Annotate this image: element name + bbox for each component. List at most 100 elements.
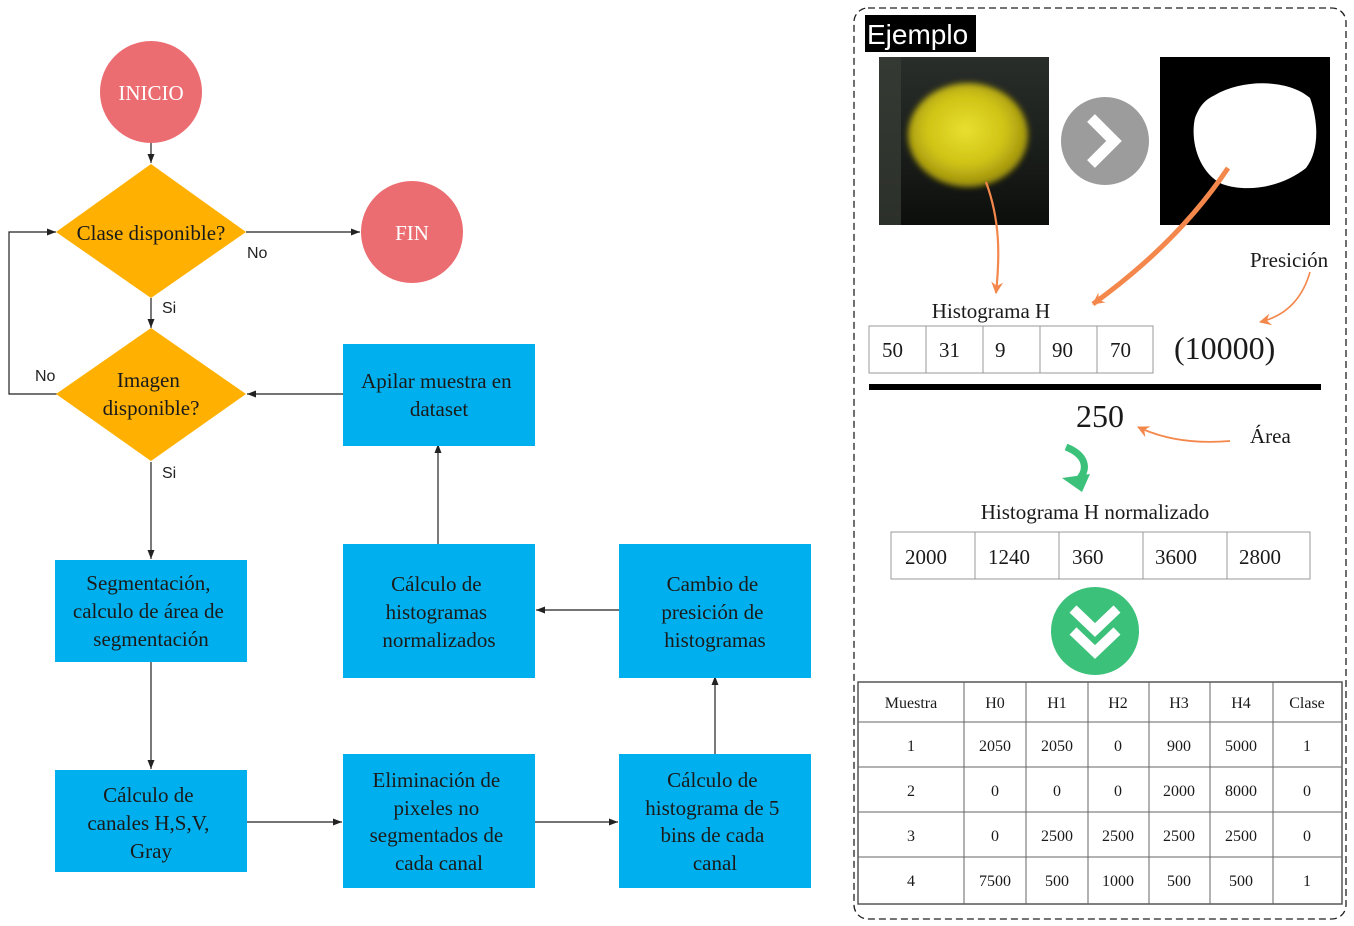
- step-stack-line: Apilar muestra en: [361, 369, 512, 393]
- green-arrowhead: [1062, 474, 1090, 492]
- step-remove-line: pixeles no: [394, 796, 480, 820]
- table-cell: 2500: [1163, 828, 1195, 845]
- step-norm-line: histogramas: [386, 600, 487, 624]
- table-cell: 2500: [1225, 828, 1257, 845]
- table-cell: 1: [1303, 873, 1311, 890]
- chevron-double-down-icon: [1069, 605, 1121, 637]
- table-cell: 2500: [1041, 828, 1073, 845]
- table-cell: 0: [991, 783, 999, 800]
- table-cell: 3: [907, 828, 915, 845]
- step-norm-box: [343, 544, 535, 678]
- table-cell: 1: [907, 738, 915, 755]
- decision-image-label: Imagen disponible?: [103, 368, 200, 420]
- end-terminal: [361, 181, 463, 283]
- step-segment-label: Segmentación, calculo de área de segment…: [73, 571, 229, 651]
- label-si-class: Si: [162, 300, 176, 317]
- input-photo: [879, 57, 1049, 225]
- next-arrow-button: [1061, 97, 1149, 185]
- table-cell: 2500: [1102, 828, 1134, 845]
- norm-cell: [890, 531, 976, 580]
- decision-class-label: Clase disponible?: [77, 221, 226, 245]
- hist-value: 31: [939, 338, 960, 362]
- hist-cell: [868, 325, 927, 374]
- table-header-cell: Clase: [1289, 695, 1325, 712]
- decision-image-diamond: [56, 328, 246, 461]
- step-channels-line: Cálculo de: [103, 783, 193, 807]
- example-panel: Ejemplo Histograma H 50 31: [853, 7, 1347, 920]
- precision-label: Presición: [1250, 248, 1329, 272]
- table-header-cell: H1: [1047, 695, 1067, 712]
- step-precision-line: presición de: [661, 600, 763, 624]
- table-cell: 4: [907, 873, 915, 890]
- table-cell: 500: [1167, 873, 1191, 890]
- step-segment-box: [55, 560, 247, 662]
- table-cell: 8000: [1225, 783, 1257, 800]
- table-cell: 2050: [1041, 738, 1073, 755]
- step-stack-label: Apilar muestra en dataset: [361, 369, 517, 421]
- step-segment-line: calculo de área de: [73, 599, 224, 623]
- normalized-values: 2000 1240 360 3600 2800: [890, 531, 1311, 580]
- step-precision-line: Cambio de: [667, 572, 759, 596]
- step-precision-line: histogramas: [664, 628, 765, 652]
- table-cell: 0: [991, 828, 999, 845]
- step-remove-label: Eliminación de pixeles no segmentados de…: [370, 768, 509, 875]
- histogram-values: 50 31 9 90 70: [868, 325, 1154, 374]
- step-norm-line: normalizados: [382, 628, 495, 652]
- flow-connectors: [8, 143, 719, 826]
- table-cell: 0: [1303, 828, 1311, 845]
- step-stack-box: [343, 344, 535, 446]
- area-label: Área: [1250, 424, 1291, 448]
- area-value: 250: [1076, 398, 1124, 434]
- hist-cell: [1096, 325, 1154, 374]
- normalized-label: Histograma H normalizado: [981, 500, 1210, 524]
- norm-cell: [1058, 531, 1144, 580]
- table-cell: 500: [1045, 873, 1069, 890]
- precision-value: (10000): [1174, 330, 1275, 366]
- decision-image-line: disponible?: [103, 396, 200, 420]
- step-precision-label: Cambio de presición de histogramas: [661, 572, 768, 652]
- step-precision-box: [619, 544, 811, 678]
- table-cell: 500: [1229, 873, 1253, 890]
- norm-value: 360: [1072, 545, 1104, 569]
- hist-cell: [982, 325, 1041, 374]
- step-norm-line: Cálculo de: [391, 572, 481, 596]
- table-header-cell: H0: [985, 695, 1005, 712]
- arrow-area-label: [1137, 426, 1231, 443]
- table-border: [857, 681, 1343, 905]
- step-remove-box: [343, 754, 535, 888]
- norm-value: 2000: [905, 545, 947, 569]
- arrow-image-no-to-class: [8, 228, 57, 395]
- decision-image-line: Imagen: [117, 368, 180, 392]
- norm-value: 3600: [1155, 545, 1197, 569]
- table-cell: 2000: [1163, 783, 1195, 800]
- start-terminal: [100, 41, 202, 143]
- step-hist5-line: Cálculo de: [667, 768, 757, 792]
- arrow-mask-to-area: [1091, 166, 1231, 307]
- hist-cell: [925, 325, 984, 374]
- lemon-image: [908, 83, 1028, 187]
- table-cell: 2: [907, 783, 915, 800]
- step-remove-line: cada canal: [395, 851, 483, 875]
- input-photo-streak: [879, 57, 901, 225]
- table-cell: 1000: [1102, 873, 1134, 890]
- hist-value: 9: [995, 338, 1006, 362]
- start-label: INICIO: [118, 81, 183, 105]
- hist-value: 90: [1052, 338, 1073, 362]
- label-no-image: No: [35, 368, 56, 385]
- green-curved-arrow-icon: [1064, 443, 1088, 481]
- table-header-cell: H4: [1231, 695, 1251, 712]
- step-hist5-line: canal: [693, 851, 737, 875]
- step-hist5-box: [619, 754, 811, 888]
- table-cell: 0: [1053, 783, 1061, 800]
- step-remove-line: Eliminación de: [373, 768, 501, 792]
- label-si-image: Si: [162, 465, 176, 482]
- step-hist5-label: Cálculo de histograma de 5 bins de cada …: [645, 768, 784, 875]
- norm-cell: [974, 531, 1060, 580]
- label-no-class: No: [247, 245, 268, 262]
- table-cell: 7500: [979, 873, 1011, 890]
- table-cell: 0: [1114, 783, 1122, 800]
- table-cell: 0: [1114, 738, 1122, 755]
- chevron-right-icon: [1087, 114, 1122, 168]
- table-header-cell: H2: [1108, 695, 1128, 712]
